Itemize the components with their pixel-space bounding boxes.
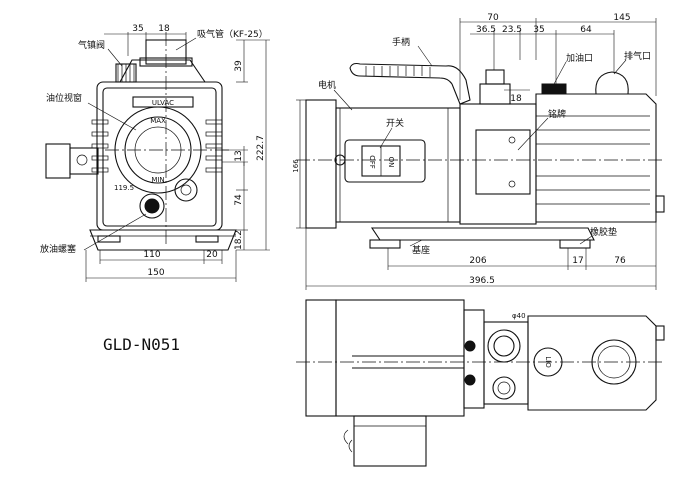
front-fins-left <box>91 119 109 173</box>
dim-64: 64 <box>580 25 592 35</box>
drain-plug-hex <box>144 198 160 214</box>
label-rubber-pad: 橡胶垫 <box>590 226 617 238</box>
top-cable <box>343 429 353 453</box>
top-oil-fill <box>533 347 563 377</box>
dim-70: 70 <box>487 13 499 23</box>
switch-on: ON <box>387 157 395 168</box>
label-motor: 电机 <box>318 79 336 91</box>
label-gas-ballast: 气镇阀 <box>78 39 105 51</box>
front-dimensions: 35 18 39 13 74 18.2 222.7 110 20 150 <box>85 24 270 282</box>
dim-206: 206 <box>469 256 486 266</box>
top-ballast-knob <box>492 376 516 400</box>
dim-23-5: 23.5 <box>502 25 522 35</box>
brand-text: ULVAC <box>152 99 174 107</box>
side-drain-fitting <box>655 195 665 213</box>
oil-fill-cap <box>541 83 567 95</box>
side-view: OFF ON <box>296 62 665 249</box>
top-pump-block <box>483 321 529 405</box>
label-intake: 吸气管（KF-25） <box>197 28 268 40</box>
dim-76: 76 <box>614 256 626 266</box>
top-bolt-1 <box>464 340 476 352</box>
side-callouts: 手柄 电机 开关 铭牌 加油口 排气口 基座 橡胶垫 <box>318 36 651 256</box>
dim-166: 166 <box>292 159 300 173</box>
max-label: MAX <box>150 117 166 125</box>
top-view: φ40 LIO <box>296 299 665 467</box>
label-drain-plug: 放油螺塞 <box>40 243 76 255</box>
pump-block <box>459 103 537 225</box>
label-switch: 开关 <box>386 117 404 129</box>
front-view: ULVAC MAX MIN <box>45 32 237 251</box>
fitting-right-inner <box>180 184 192 196</box>
dim-35-front: 35 <box>132 24 143 34</box>
label-exhaust: 排气口 <box>624 50 651 62</box>
side-ballast-knob <box>485 69 505 85</box>
pad-right <box>559 239 591 249</box>
front-body-inner <box>102 87 217 227</box>
top-intake-outer <box>487 329 521 363</box>
dim-18-2: 18.2 <box>234 230 244 250</box>
dim-17: 17 <box>572 256 583 266</box>
dim-36-5: 36.5 <box>476 25 496 35</box>
pump-housing <box>535 93 657 223</box>
gas-ballast-knurl <box>117 64 135 82</box>
dim-74: 74 <box>234 194 244 206</box>
model-label: GLD-N051 <box>103 335 180 354</box>
label-nameplate: 铭牌 <box>548 108 566 120</box>
top-fan-cover <box>305 299 337 417</box>
switch-off: OFF <box>368 155 376 169</box>
motor-end-neck <box>69 147 99 175</box>
dim-35-side: 35 <box>533 25 544 35</box>
front-foot-left <box>97 235 121 243</box>
top-intake-inner <box>493 335 515 357</box>
dim-18-front: 18 <box>158 24 170 34</box>
dim-phi40: φ40 <box>512 312 526 320</box>
dim-13: 13 <box>234 150 244 161</box>
top-lid-text: LIO <box>544 356 552 368</box>
top-housing <box>527 315 657 411</box>
dim-150: 150 <box>147 268 164 278</box>
dim-119-5: 119.5 <box>114 184 134 192</box>
label-handle: 手柄 <box>392 36 410 48</box>
top-bolt-2 <box>464 374 476 386</box>
min-label: MIN <box>151 176 164 184</box>
motor-fan-cover <box>305 99 337 229</box>
dim-110: 110 <box>143 250 160 260</box>
handle-grip <box>349 62 471 105</box>
label-oil-fill: 加油口 <box>566 52 593 64</box>
nameplate <box>475 129 531 195</box>
side-base <box>370 227 595 241</box>
top-flange <box>463 309 485 409</box>
motor-end-bolt <box>76 154 88 166</box>
front-fins-right <box>205 119 223 173</box>
front-callouts: 气镇阀 吸气管（KF-25） 油位视窗 放油螺塞 <box>40 28 268 255</box>
dim-222-7: 222.7 <box>256 135 266 161</box>
pad-left <box>369 239 401 249</box>
top-switch-box <box>353 415 427 467</box>
drain-plug <box>139 193 165 219</box>
side-fins <box>536 115 650 205</box>
front-foot-right <box>195 235 219 243</box>
dim-396-5: 396.5 <box>469 276 495 286</box>
exhaust-port <box>595 71 629 95</box>
label-base: 基座 <box>412 244 430 256</box>
top-side-fitting <box>655 325 665 341</box>
side-dimensions: 70 145 36.5 23.5 35 64 18 166 206 17 76 … <box>292 13 657 290</box>
dim-145: 145 <box>613 13 630 23</box>
top-exhaust <box>591 339 637 385</box>
dim-39: 39 <box>234 60 244 72</box>
fitting-right <box>174 178 198 202</box>
side-ballast-base <box>479 83 511 105</box>
motor-end-cap <box>45 143 71 179</box>
dim-20: 20 <box>206 250 218 260</box>
label-sight-glass: 油位视窗 <box>46 92 82 104</box>
sight-glass-inner <box>124 116 192 184</box>
top-motor-body <box>335 299 465 417</box>
dim-18-side: 18 <box>510 94 522 104</box>
